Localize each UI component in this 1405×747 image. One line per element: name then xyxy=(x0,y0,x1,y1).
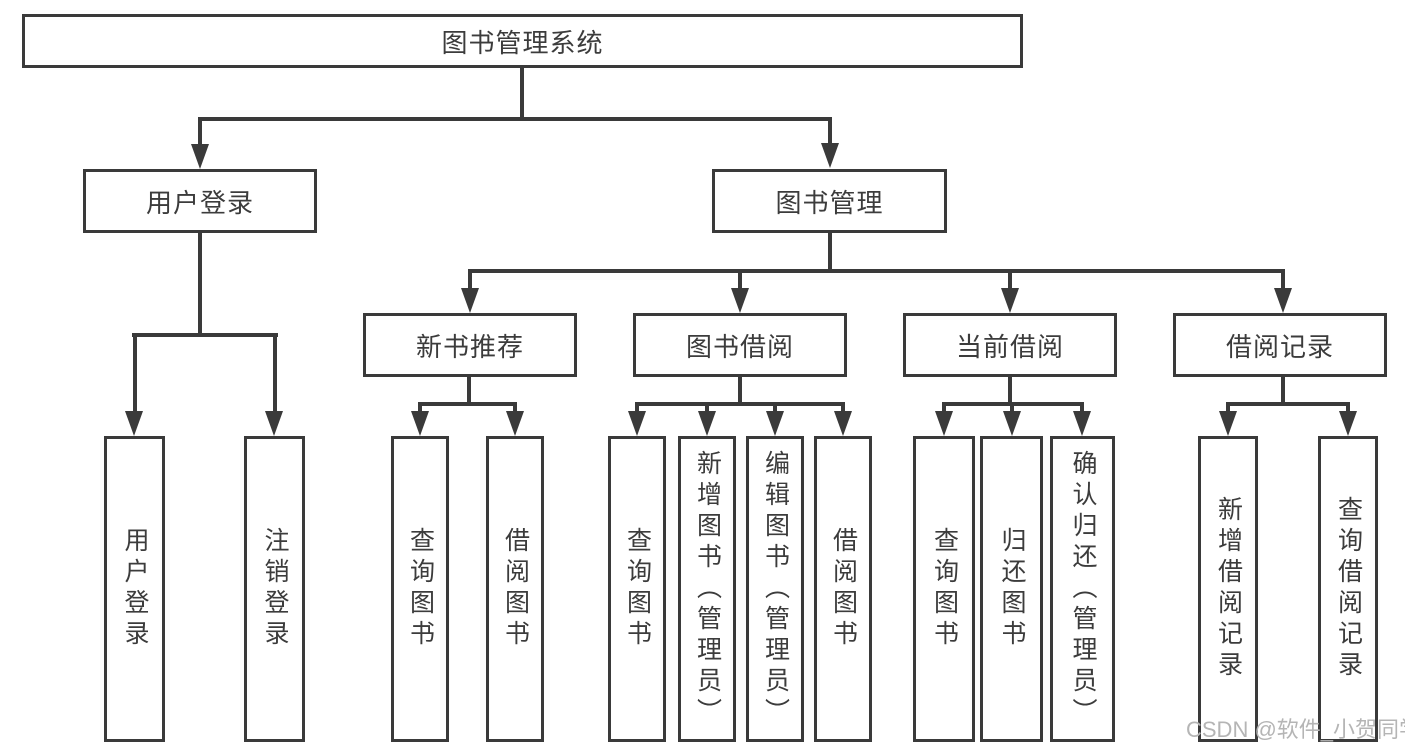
connector-line xyxy=(198,117,832,121)
leaf-borrow-books-label: 借阅图书 xyxy=(829,527,858,651)
node-book-borrow: 图书借阅 xyxy=(633,313,847,377)
node-new-book-recommend-label: 新书推荐 xyxy=(415,331,524,362)
connector-line xyxy=(467,377,471,405)
connector-line xyxy=(132,333,278,337)
csdn-watermark: CSDN @软件_小贺同学 xyxy=(1186,717,1405,742)
arrow-down-icon xyxy=(628,411,646,436)
node-new-book-recommend: 新书推荐 xyxy=(363,313,577,377)
node-root: 图书管理系统 xyxy=(22,14,1023,68)
arrow-down-icon xyxy=(191,144,209,169)
leaf-query-books-borrow-label: 查询图书 xyxy=(623,527,652,651)
arrow-down-icon xyxy=(265,411,283,436)
leaf-query-books-borrow: 查询图书 xyxy=(608,436,666,742)
leaf-query-books-current: 查询图书 xyxy=(913,436,975,742)
arrow-down-icon xyxy=(1001,288,1019,313)
arrow-down-icon xyxy=(125,411,143,436)
arrow-down-icon xyxy=(698,411,716,436)
leaf-return-books-label: 归还图书 xyxy=(998,527,1026,651)
node-borrow-records-label: 借阅记录 xyxy=(1225,331,1334,362)
arrow-down-icon xyxy=(506,411,524,436)
leaf-query-books-recommend-label: 查询图书 xyxy=(406,527,435,651)
node-book-borrow-label: 图书借阅 xyxy=(685,331,794,362)
connector-line xyxy=(635,402,639,416)
leaf-query-borrow-record-label: 查询借阅记录 xyxy=(1334,496,1363,682)
leaf-user-login: 用户登录 xyxy=(104,436,165,742)
connector-line xyxy=(1281,269,1285,293)
connector-line xyxy=(418,402,422,416)
arrow-down-icon xyxy=(461,288,479,313)
connector-line xyxy=(1008,377,1012,405)
connector-line xyxy=(635,402,845,406)
arrow-down-icon xyxy=(1073,411,1091,436)
arrow-down-icon xyxy=(1274,288,1292,313)
connector-line xyxy=(773,402,777,416)
arrow-down-icon xyxy=(935,411,953,436)
leaf-confirm-return-admin: 确认归还（管理员） xyxy=(1050,436,1115,742)
connector-line xyxy=(468,269,1285,273)
connector-line xyxy=(705,402,709,416)
connector-line xyxy=(198,232,202,336)
connector-line xyxy=(273,333,277,413)
connector-line xyxy=(1008,269,1012,293)
leaf-add-borrow-record-label: 新增借阅记录 xyxy=(1214,496,1243,682)
leaf-logout: 注销登录 xyxy=(244,436,305,742)
connector-line xyxy=(828,233,832,273)
connector-line xyxy=(1010,402,1014,416)
arrow-down-icon xyxy=(1003,411,1021,436)
connector-line xyxy=(418,402,517,406)
arrow-down-icon xyxy=(1219,411,1237,436)
connector-line xyxy=(198,117,202,149)
connector-line xyxy=(133,333,137,413)
node-book-management: 图书管理 xyxy=(712,169,947,233)
connector-line xyxy=(738,377,742,405)
connector-line xyxy=(841,402,845,416)
connector-line xyxy=(828,117,832,149)
node-user-login-label: 用户登录 xyxy=(145,187,254,218)
leaf-query-borrow-record: 查询借阅记录 xyxy=(1318,436,1378,742)
connector-line xyxy=(942,402,946,416)
leaf-logout-label: 注销登录 xyxy=(261,527,289,651)
node-user-login: 用户登录 xyxy=(83,169,317,233)
connector-line xyxy=(1281,377,1285,405)
leaf-borrow-books-recommend-label: 借阅图书 xyxy=(501,527,530,651)
leaf-user-login-label: 用户登录 xyxy=(121,527,149,651)
leaf-edit-books-admin-label: 编辑图书（管理员） xyxy=(761,449,790,729)
node-current-borrow-label: 当前借阅 xyxy=(955,331,1064,362)
connector-line xyxy=(520,68,524,119)
node-book-management-label: 图书管理 xyxy=(775,187,884,218)
connector-line xyxy=(513,402,517,416)
node-root-label: 图书管理系统 xyxy=(441,27,604,58)
leaf-return-books: 归还图书 xyxy=(980,436,1043,742)
arrow-down-icon xyxy=(766,411,784,436)
connector-line xyxy=(1226,402,1230,416)
connector-line xyxy=(1226,402,1350,406)
connector-line xyxy=(1080,402,1084,416)
arrow-down-icon xyxy=(821,143,839,168)
leaf-add-books-admin: 新增图书（管理员） xyxy=(678,436,736,742)
leaf-borrow-books-recommend: 借阅图书 xyxy=(486,436,544,742)
leaf-query-books-recommend: 查询图书 xyxy=(391,436,449,742)
leaf-borrow-books: 借阅图书 xyxy=(814,436,872,742)
arrow-down-icon xyxy=(1339,411,1357,436)
leaf-add-books-admin-label: 新增图书（管理员） xyxy=(693,449,722,729)
leaf-query-books-current-label: 查询图书 xyxy=(930,527,959,651)
connector-line xyxy=(468,269,472,293)
arrow-down-icon xyxy=(834,411,852,436)
node-current-borrow: 当前借阅 xyxy=(903,313,1117,377)
leaf-confirm-return-admin-label: 确认归还（管理员） xyxy=(1069,449,1097,729)
node-borrow-records: 借阅记录 xyxy=(1173,313,1387,377)
leaf-add-borrow-record: 新增借阅记录 xyxy=(1198,436,1258,742)
arrow-down-icon xyxy=(411,411,429,436)
connector-line xyxy=(738,269,742,293)
leaf-edit-books-admin: 编辑图书（管理员） xyxy=(746,436,804,742)
arrow-down-icon xyxy=(731,288,749,313)
connector-line xyxy=(1346,402,1350,416)
